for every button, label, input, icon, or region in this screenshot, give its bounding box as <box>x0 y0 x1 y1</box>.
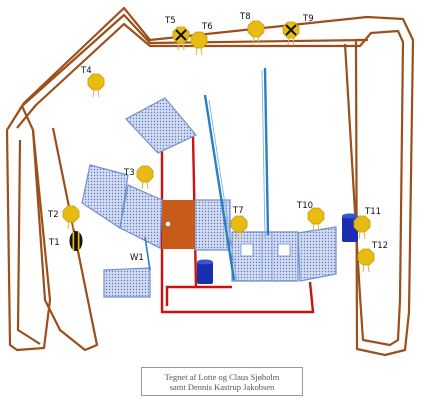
label-T3: T3 <box>123 168 135 178</box>
sign-T3 <box>136 165 154 190</box>
label-T8: T8 <box>239 12 251 22</box>
right-deck <box>231 231 299 282</box>
sign-T10 <box>307 207 325 232</box>
label-T6: T6 <box>201 22 213 32</box>
poles <box>144 67 270 283</box>
credit-line-2: samt Dennis Kastrup Jakobsen <box>169 382 275 392</box>
label-T9: T9 <box>302 14 314 24</box>
right-ramp <box>297 226 337 282</box>
deck-dividers <box>261 233 273 281</box>
sign-T6 <box>190 31 208 56</box>
sign-T5 <box>172 26 190 51</box>
label-T10: T10 <box>296 201 313 211</box>
sign-T9 <box>282 21 300 46</box>
label-W1: W1 <box>130 253 144 263</box>
label-T12: T12 <box>371 241 388 251</box>
barrel-center <box>197 262 213 284</box>
sign-T4 <box>87 73 105 98</box>
label-T1: T1 <box>48 238 60 248</box>
marker-T1 <box>69 231 83 251</box>
left-ramp-a <box>81 164 129 230</box>
label-T4: T4 <box>80 66 92 76</box>
deck-openings <box>240 243 291 257</box>
start-box-hole <box>164 220 172 228</box>
lower-left-box <box>103 267 151 298</box>
perimeter-fence <box>5 6 415 357</box>
label-T7: T7 <box>232 206 244 216</box>
platforms <box>81 97 337 298</box>
top-tilted-panel <box>125 97 197 154</box>
label-T11: T11 <box>364 207 381 217</box>
credit-line-1: Tegnet af Lotte og Claus Sjøholm <box>164 372 280 382</box>
credit-box: Tegnet af Lotte og Claus Sjøholm samt De… <box>141 367 303 396</box>
label-T5: T5 <box>164 16 176 26</box>
label-T2: T2 <box>47 210 59 220</box>
sign-T12 <box>357 248 375 273</box>
sign-T2 <box>62 205 80 230</box>
left-ramp-b <box>119 184 163 249</box>
